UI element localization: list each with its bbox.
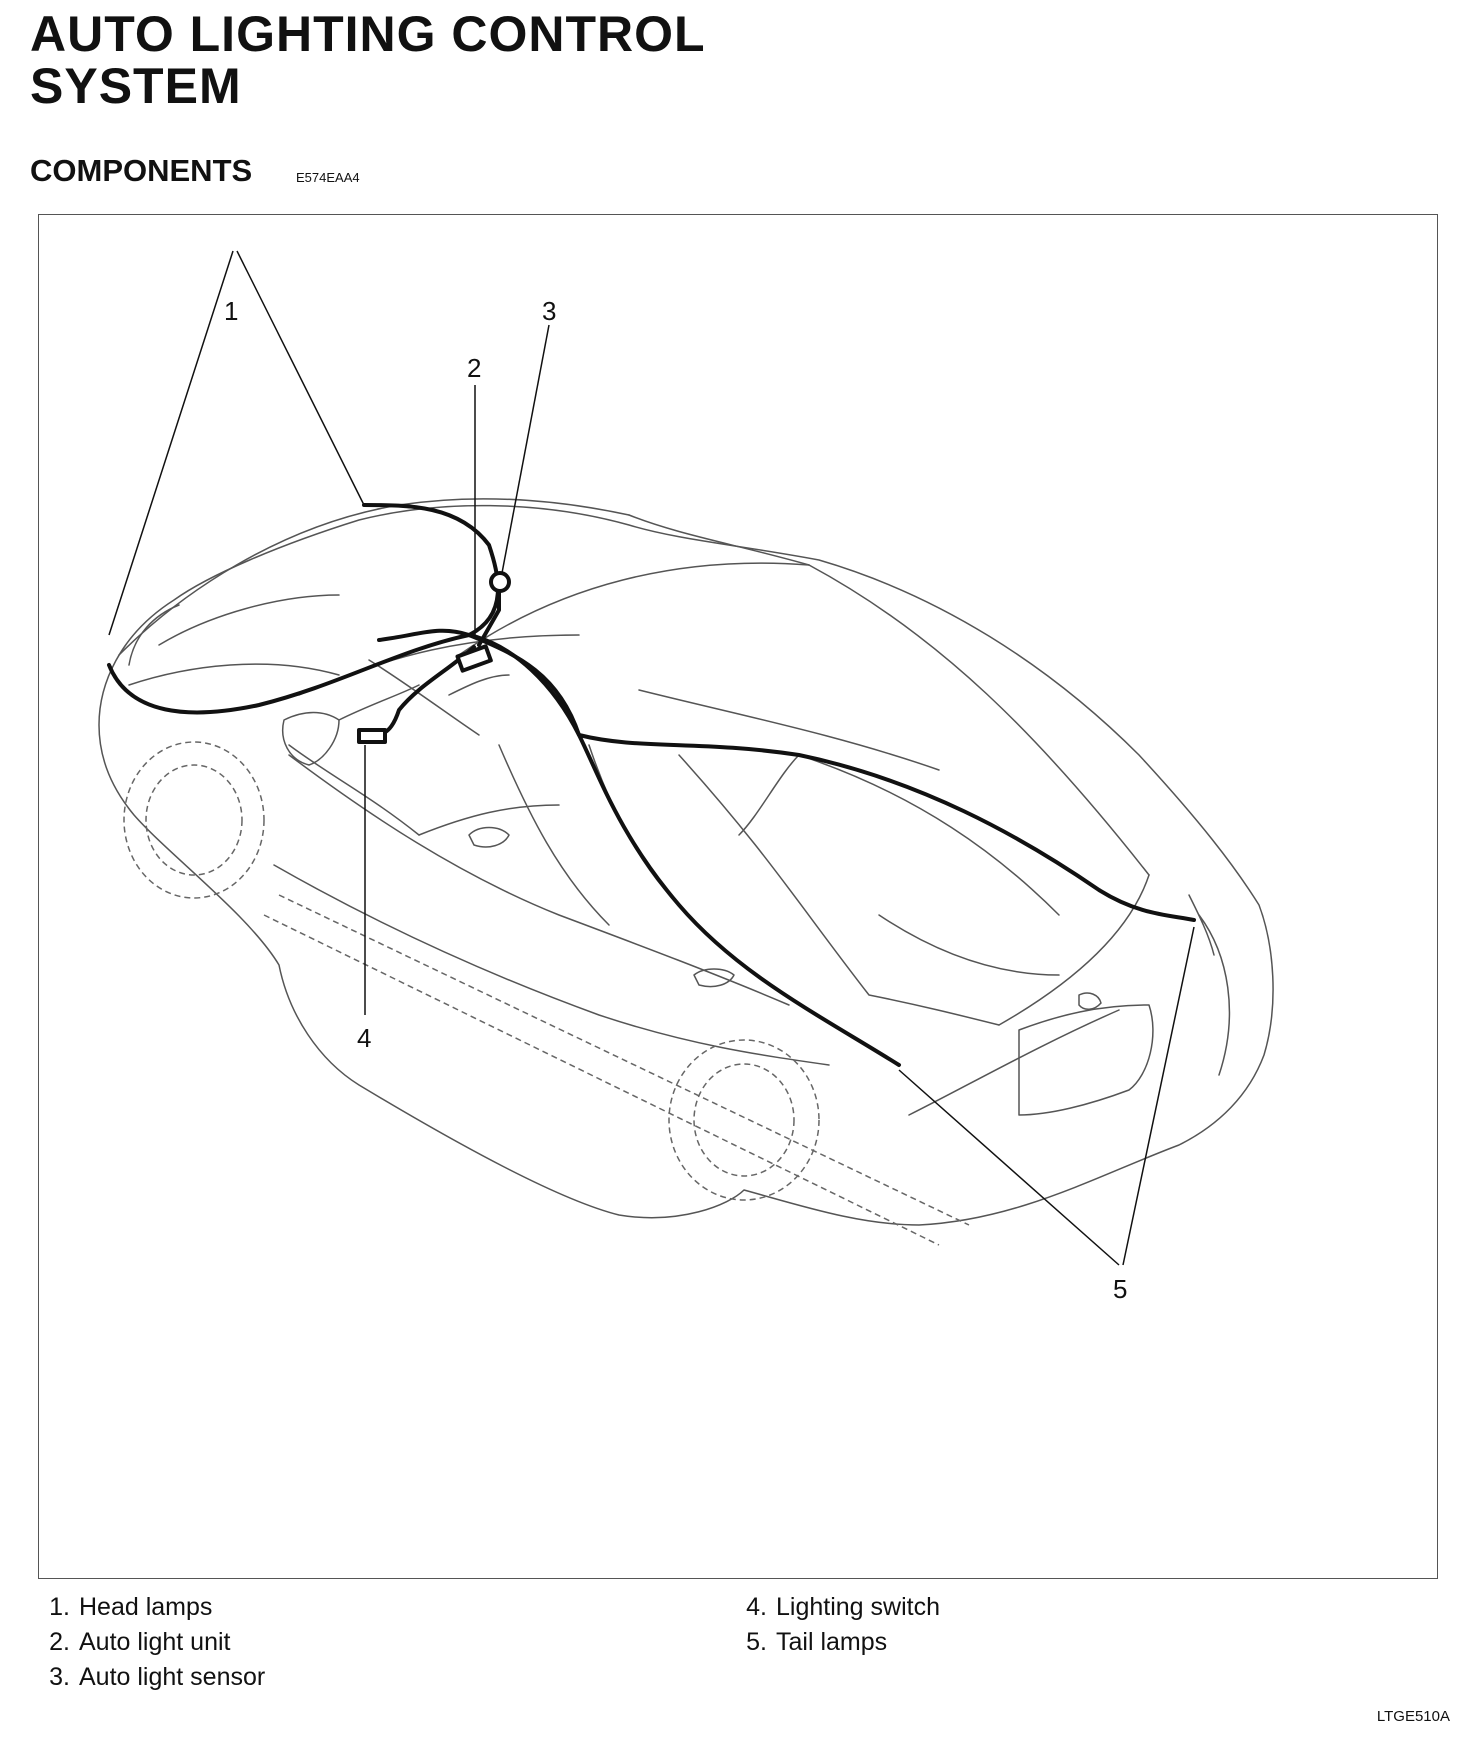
legend-item: 2. Auto light unit [36,1625,265,1660]
legend-number: 1. [49,1593,70,1621]
title-line-1: AUTO LIGHTING CONTROL [30,6,706,62]
car-wiring-diagram: 1 2 3 4 5 [98,250,1274,1304]
legend-label: Lighting switch [776,1593,940,1621]
legend-right: 4. Lighting switch 5. Tail lamps [733,1590,940,1660]
legend-label: Auto light sensor [79,1663,266,1691]
legend-item: 5. Tail lamps [733,1625,940,1660]
leader-lines [108,250,1195,1266]
legend-label: Head lamps [79,1593,213,1621]
title-line-2: SYSTEM [30,58,242,114]
diagram-frame: 1 2 3 4 5 [38,214,1438,1579]
callout-numbers: 1 2 3 4 5 [224,296,1127,1304]
legend-label: Auto light unit [79,1628,231,1656]
legend-item: 1. Head lamps [36,1590,265,1625]
legend-number: 5. [746,1628,767,1656]
page-title: AUTO LIGHTING CONTROL SYSTEM [30,8,706,112]
figure-code: LTGE510A [1376,1708,1450,1725]
section-heading: COMPONENTS [30,153,253,188]
legend-label: Tail lamps [776,1628,888,1656]
section-code: E574EAA4 [296,170,360,185]
legend-number: 4. [746,1593,767,1621]
callout-5: 5 [1113,1274,1127,1304]
callout-2: 2 [467,353,481,383]
legend-item: 3. Auto light sensor [36,1660,265,1695]
callout-3: 3 [542,296,556,326]
car-outline [98,498,1274,1226]
legend-left: 1. Head lamps 2. Auto light unit 3. Auto li… [36,1590,265,1695]
legend-number: 2. [49,1628,70,1656]
wheels [123,741,970,1246]
callout-1: 1 [224,296,238,326]
wiring-harness [107,503,1196,1067]
legend-item: 4. Lighting switch [733,1590,940,1625]
callout-4: 4 [357,1023,371,1053]
legend-number: 3. [49,1663,70,1691]
